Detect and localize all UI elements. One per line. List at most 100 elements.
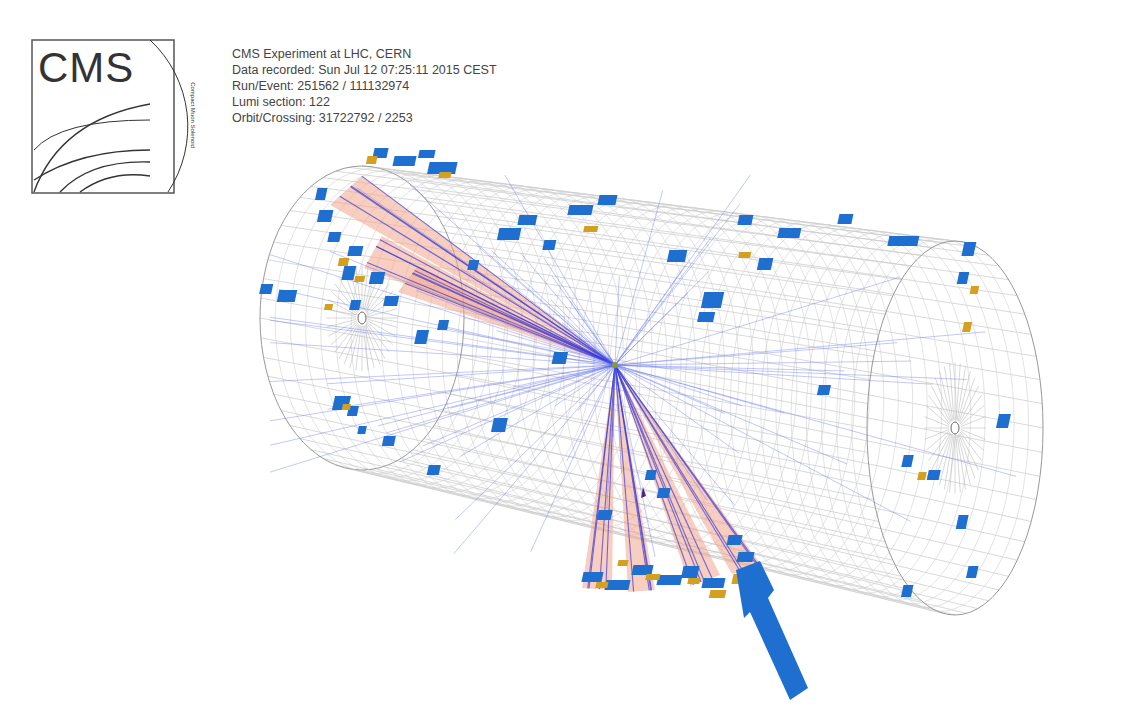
grid-ring [791,232,971,597]
tower [383,296,399,306]
tower [901,585,914,597]
tower [837,214,853,224]
track [270,365,615,421]
tower [757,258,774,270]
track [615,365,725,414]
vertex [612,362,618,368]
tower [338,258,350,266]
tower [697,312,715,322]
endcap-spoke [961,431,984,451]
track [615,365,739,453]
track [270,317,615,365]
track [405,283,615,365]
track [367,262,615,365]
endcap-spoke [950,364,954,421]
tower [277,290,298,302]
track [416,290,615,365]
track [492,251,615,365]
tower [542,240,556,250]
endcap-spoke [926,431,949,451]
track [615,365,844,371]
track [380,240,615,365]
track [531,365,615,552]
endcap-spoke [958,435,970,485]
header-line: Data recorded: Sun Jul 12 07:25:11 2015 … [232,62,497,78]
header-line: Orbit/Crossing: 31722792 / 2253 [232,110,413,126]
tower [617,560,628,566]
grid-ring [867,241,1043,615]
endcap-spoke [956,436,960,493]
track [270,365,615,445]
track [410,185,615,365]
endcap-spoke [957,436,965,490]
tower [657,488,671,498]
grid-ring [837,237,1015,608]
track [615,271,709,365]
header-line: CMS Experiment at LHC, CERN [232,46,411,62]
endcap-spoke [957,366,965,420]
header-line: Lumi section: 122 [232,94,330,110]
track [376,246,615,365]
track [607,365,615,508]
track [615,365,911,522]
track [578,365,615,411]
tower [597,510,613,520]
tower [961,242,976,256]
track [497,331,615,365]
beam-pipe [358,312,366,324]
tower [427,465,441,475]
tower [517,215,537,225]
tower [996,414,1011,428]
endcap-spoke [362,265,363,310]
track [588,365,615,588]
track [615,191,663,365]
track [615,365,932,384]
tower [332,396,351,410]
tower [354,276,365,282]
tower [901,455,914,467]
tower [347,246,363,256]
track [270,343,615,365]
track [270,255,615,365]
track [615,365,712,578]
grid-ring [564,204,754,543]
track [270,320,615,365]
tower [392,156,416,166]
track [544,258,615,365]
tower [324,304,333,310]
grid-ring [806,234,985,601]
tower [736,552,754,562]
track [400,365,615,462]
logo-subtitle: Compact Muon Solenoid [190,82,196,148]
jet-cones [330,176,762,592]
jet-cone [582,365,615,590]
grid-ring [488,194,681,524]
tower [917,472,927,480]
endcap-spoke [366,324,385,359]
tower [681,566,700,578]
tower [567,205,593,215]
tower [369,272,386,284]
tower [962,322,972,332]
tower [957,272,970,284]
tower [970,286,980,294]
track [589,365,615,588]
track [615,365,734,505]
tower [382,436,396,446]
tower [966,566,979,578]
endcap-spoke [944,366,952,420]
tower [597,195,617,205]
calorimeter-towers [259,148,1011,598]
detector-grid [260,166,1043,615]
track [551,300,615,365]
endcap-spoke [926,406,949,426]
tower [414,330,429,344]
grid-ring [670,217,855,568]
tower [467,260,479,270]
grid-ring [852,239,1029,611]
endcap-spoke [959,434,975,478]
track [461,365,615,456]
track [615,365,847,464]
tower [349,300,361,310]
